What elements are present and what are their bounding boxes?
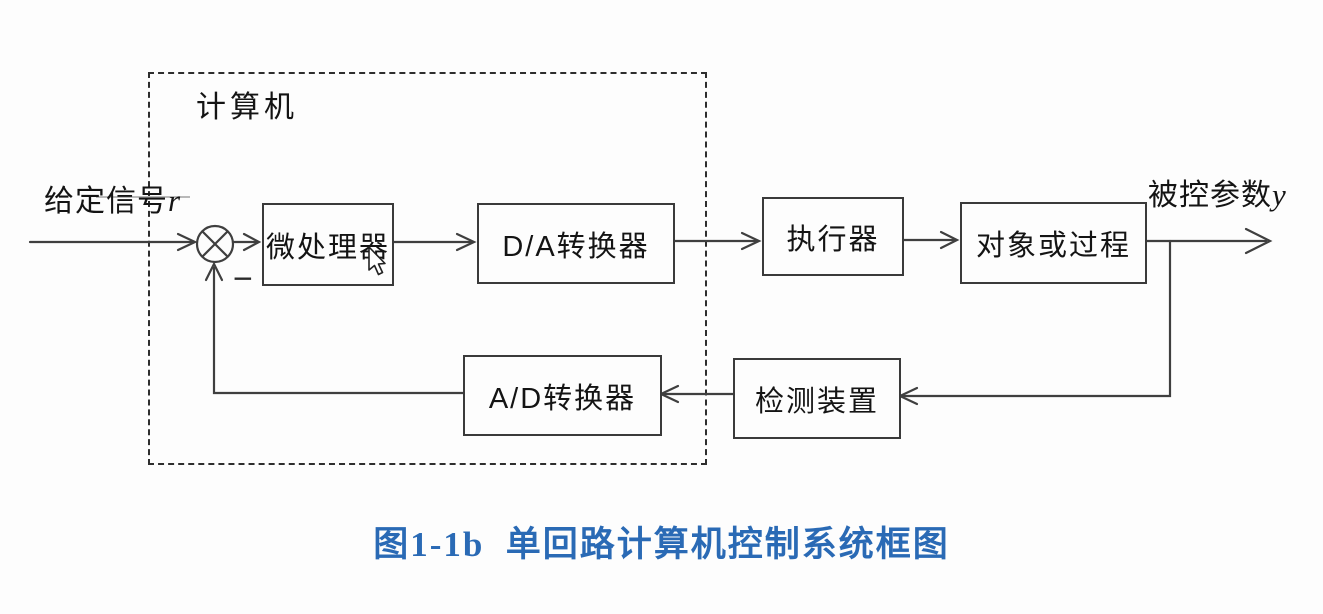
feedback-return-line	[204, 261, 465, 395]
input-signal-symbol: r	[168, 183, 182, 218]
computer-group-label: 计算机	[196, 91, 298, 124]
arrow-da-to-actuator	[669, 231, 762, 251]
output-signal-label: 被控参数y	[1148, 170, 1287, 214]
block-actuator: 执行器	[762, 197, 904, 276]
input-arrow	[28, 232, 198, 252]
arrow-sum-to-microprocessor	[231, 232, 262, 252]
mouse-cursor-icon	[368, 246, 386, 276]
arrow-detector-to-ad	[658, 384, 735, 404]
figure-caption: 图1-1b 单回路计算机控制系统框图	[373, 525, 950, 564]
block-detector-label: 检测装置	[754, 385, 879, 418]
computer-group-boundary	[148, 72, 707, 465]
output-signal-text: 被控参数	[1148, 179, 1272, 212]
block-detector: 检测装置	[733, 358, 901, 439]
block-process-label: 对象或过程	[975, 230, 1131, 262]
block-microprocessor-label: 微处理器	[265, 231, 390, 264]
output-signal-symbol: y	[1272, 177, 1287, 212]
output-arrow	[1141, 227, 1273, 255]
block-process: 对象或过程	[960, 202, 1147, 284]
negative-feedback-sign: −	[233, 260, 253, 298]
block-microprocessor: 微处理器	[262, 203, 394, 286]
block-ad-converter-label: A/D转换器	[488, 382, 637, 415]
scan-artifact-line	[96, 196, 190, 198]
input-signal-text: 给定信号	[44, 185, 168, 218]
block-da-converter: D/A转换器	[477, 203, 675, 284]
summing-junction	[195, 224, 235, 264]
block-ad-converter: A/D转换器	[463, 355, 662, 436]
block-actuator-label: 执行器	[786, 223, 880, 256]
arrow-actuator-to-process	[898, 230, 960, 250]
arrow-microprocessor-to-da	[388, 232, 477, 252]
input-signal-label: 给定信号r	[44, 176, 181, 220]
block-da-converter-label: D/A转换器	[502, 230, 650, 263]
